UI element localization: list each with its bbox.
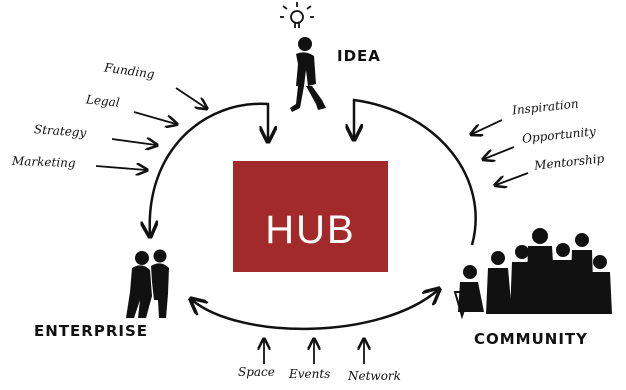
arc-enterprise-community [192, 290, 438, 331]
arc-idea-to-enterprise [150, 102, 268, 235]
arrow-funding [175, 87, 206, 108]
input-network: Network [348, 369, 401, 383]
community-label: COMMUNITY [474, 330, 589, 348]
hub-label: HUB [265, 208, 356, 252]
idea-label: IDEA [337, 47, 381, 65]
arrow-legal [133, 111, 176, 124]
arrow-strategy [111, 139, 156, 145]
enterprise-label: ENTERPRISE [34, 322, 149, 340]
arrow-mentorship [496, 172, 529, 185]
input-marketing: Marketing [11, 153, 76, 171]
arrow-opportunity [484, 146, 515, 159]
hub-box: HUB [233, 161, 388, 272]
lightbulb-icon [280, 2, 314, 28]
enterprise-people-icon [126, 249, 169, 318]
arrow-inspiration [472, 119, 503, 134]
input-events: Events [289, 367, 331, 381]
input-space: Space [238, 365, 275, 379]
community-crowd-icon [453, 228, 612, 320]
arc-community-to-idea [354, 98, 477, 246]
arrow-marketing [95, 166, 146, 170]
idea-person-icon [290, 37, 326, 112]
